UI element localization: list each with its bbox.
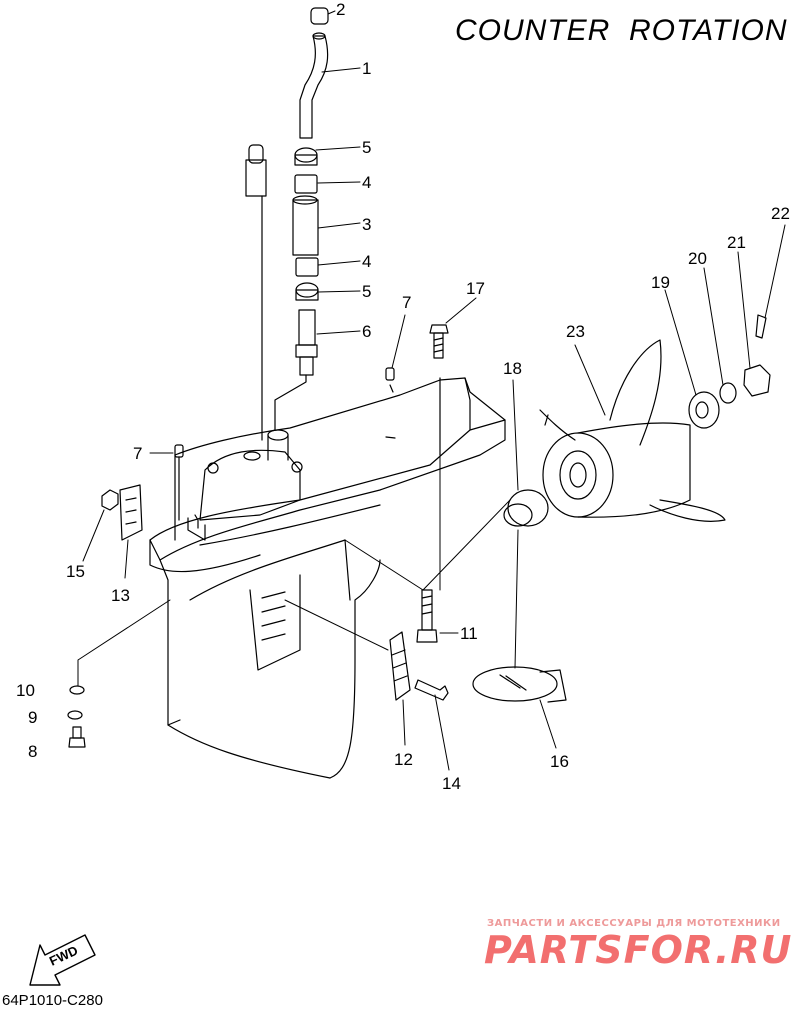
bolt-11: [416, 589, 438, 643]
callout-21: 21: [727, 233, 746, 252]
water-tube-assembly: [274, 7, 329, 431]
callout-4-upper: 4: [362, 173, 371, 192]
watermark-brand: PARTSFOR.RU: [484, 928, 793, 972]
callout-11: 11: [460, 624, 478, 643]
callout-22: 22: [771, 204, 790, 223]
callout-16: 16: [550, 752, 569, 771]
callout-15: 15: [66, 562, 85, 581]
leader-lines: [77, 10, 786, 771]
thrust-washer-19: [688, 391, 720, 429]
watermark-tagline: ЗАПЧАСТИ И АКСЕССУАРЫ ДЛЯ МОТОТЕХНИКИ: [487, 918, 781, 929]
washer-9: [67, 710, 83, 720]
callout-19: 19: [651, 273, 670, 292]
diagram-title: COUNTER ROTATION: [455, 14, 788, 47]
callout-3: 3: [362, 215, 371, 234]
callout-17: 17: [466, 279, 485, 298]
callout-13: 13: [111, 586, 130, 605]
callout-1: 1: [362, 59, 371, 78]
bolt-8: [68, 726, 86, 748]
callout-7-upper: 7: [402, 293, 411, 312]
propeller-23: [539, 339, 726, 522]
washer-10: [69, 685, 85, 695]
callout-7-left: 7: [133, 444, 142, 463]
callout-2: 2: [336, 0, 345, 19]
shift-rod: [245, 144, 267, 441]
callout-10: 10: [16, 681, 35, 700]
callout-12: 12: [394, 750, 413, 769]
dowel-pin-upper: [385, 367, 395, 381]
cotter-pin-22: [755, 314, 767, 339]
callout-5-upper: 5: [362, 138, 371, 157]
dowel-pin-left: [174, 444, 184, 458]
gearcase-housing: [149, 377, 506, 779]
fwd-arrow-icon: [29, 934, 96, 986]
callout-8: 8: [28, 742, 37, 761]
callout-23: 23: [566, 322, 585, 341]
callout-14: 14: [442, 774, 461, 793]
diagram-code: 64P1010-C280: [2, 992, 103, 1009]
callout-6: 6: [362, 322, 371, 341]
callout-18: 18: [503, 359, 522, 378]
nut-15: [101, 489, 119, 511]
bolt-14: [414, 679, 449, 701]
nut-21: [743, 364, 771, 397]
callout-20: 20: [688, 249, 707, 268]
bolt-17: [429, 324, 449, 359]
callout-numbers: 2 1 5 4 3 4 5 6 7 17 7 15 13 10 9 8 11 1…: [16, 0, 790, 793]
washer-20: [719, 382, 737, 404]
trim-tab-12: [389, 631, 411, 701]
callout-9: 9: [28, 708, 37, 727]
spacer-18: [503, 489, 549, 527]
plate-16: [472, 666, 567, 703]
callout-4-lower: 4: [362, 252, 371, 271]
anode-13: [119, 484, 143, 541]
callout-5-lower: 5: [362, 282, 371, 301]
